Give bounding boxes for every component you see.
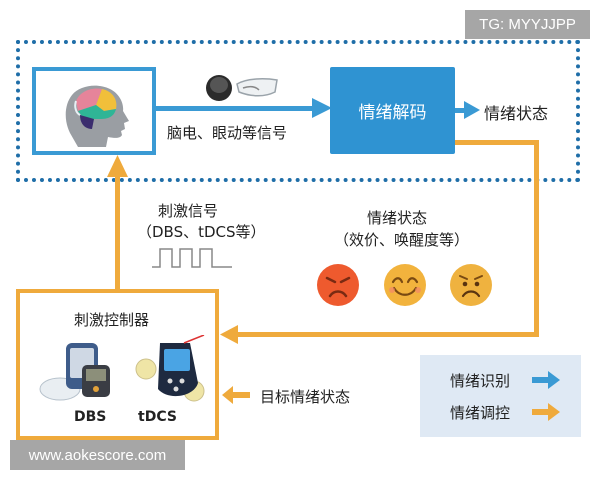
- stimulation-controller-box: 刺激控制器 DBS tDCS: [16, 289, 219, 440]
- signal-label: 脑电、眼动等信号: [167, 124, 288, 142]
- arrow-up-icon: [107, 155, 128, 177]
- decode-label: 情绪解码: [358, 103, 427, 123]
- legend-recognition-label: 情绪识别: [450, 372, 511, 390]
- arrow-right-icon: [312, 98, 332, 118]
- arrow-left-icon: [222, 386, 250, 404]
- emotion-state-title: 情绪状态: [367, 209, 428, 227]
- stim-signal-title: 刺激信号: [158, 202, 219, 220]
- tdcs-device-icon: [135, 335, 205, 402]
- watermark-bottom: www.aokescore.com: [10, 440, 185, 470]
- subject-head-box: [32, 67, 156, 155]
- dbs-device-icon: [39, 343, 110, 401]
- target-emotion-label: 目标情绪状态: [260, 388, 351, 406]
- feedback-line-h2: [232, 332, 539, 337]
- worried-face-icon: [450, 264, 492, 306]
- feedback-line-h1: [455, 140, 539, 145]
- controller-title: 刺激控制器: [74, 311, 150, 329]
- decoded-state-label: 情绪状态: [484, 104, 549, 123]
- dbs-label: DBS: [74, 409, 107, 425]
- watermark-top: TG: MYYJJPP: [465, 10, 590, 39]
- emotion-state-subtitle: （效价、唤醒度等）: [334, 231, 470, 249]
- head-brain-icon: [65, 85, 129, 147]
- stimulation-line: [115, 175, 120, 291]
- watermark-text: www.aokescore.com: [28, 446, 167, 464]
- eeg-eyetracker-icon: [206, 75, 278, 101]
- legend: 情绪识别 情绪调控: [420, 355, 581, 437]
- recognition-region: [16, 40, 580, 182]
- legend-orange-arrow-icon: [532, 403, 560, 421]
- emotion-decode-box: 情绪解码: [330, 67, 455, 154]
- arrow-right-icon: [464, 101, 480, 119]
- pulse-wave-icon: [152, 248, 232, 268]
- legend-blue-arrow-icon: [532, 371, 560, 389]
- arrow-left-icon: [220, 325, 238, 344]
- happy-face-icon: [384, 264, 426, 306]
- signal-arrow: [155, 106, 315, 111]
- angry-face-icon: [317, 264, 359, 306]
- legend-regulation-label: 情绪调控: [450, 404, 511, 422]
- decode-output-arrow: [455, 108, 467, 113]
- stim-signal-subtitle: （DBS、tDCS等）: [137, 223, 266, 241]
- feedback-line-v: [534, 140, 539, 337]
- tdcs-label: tDCS: [138, 409, 177, 425]
- watermark-text: TG: MYYJJPP: [479, 16, 576, 33]
